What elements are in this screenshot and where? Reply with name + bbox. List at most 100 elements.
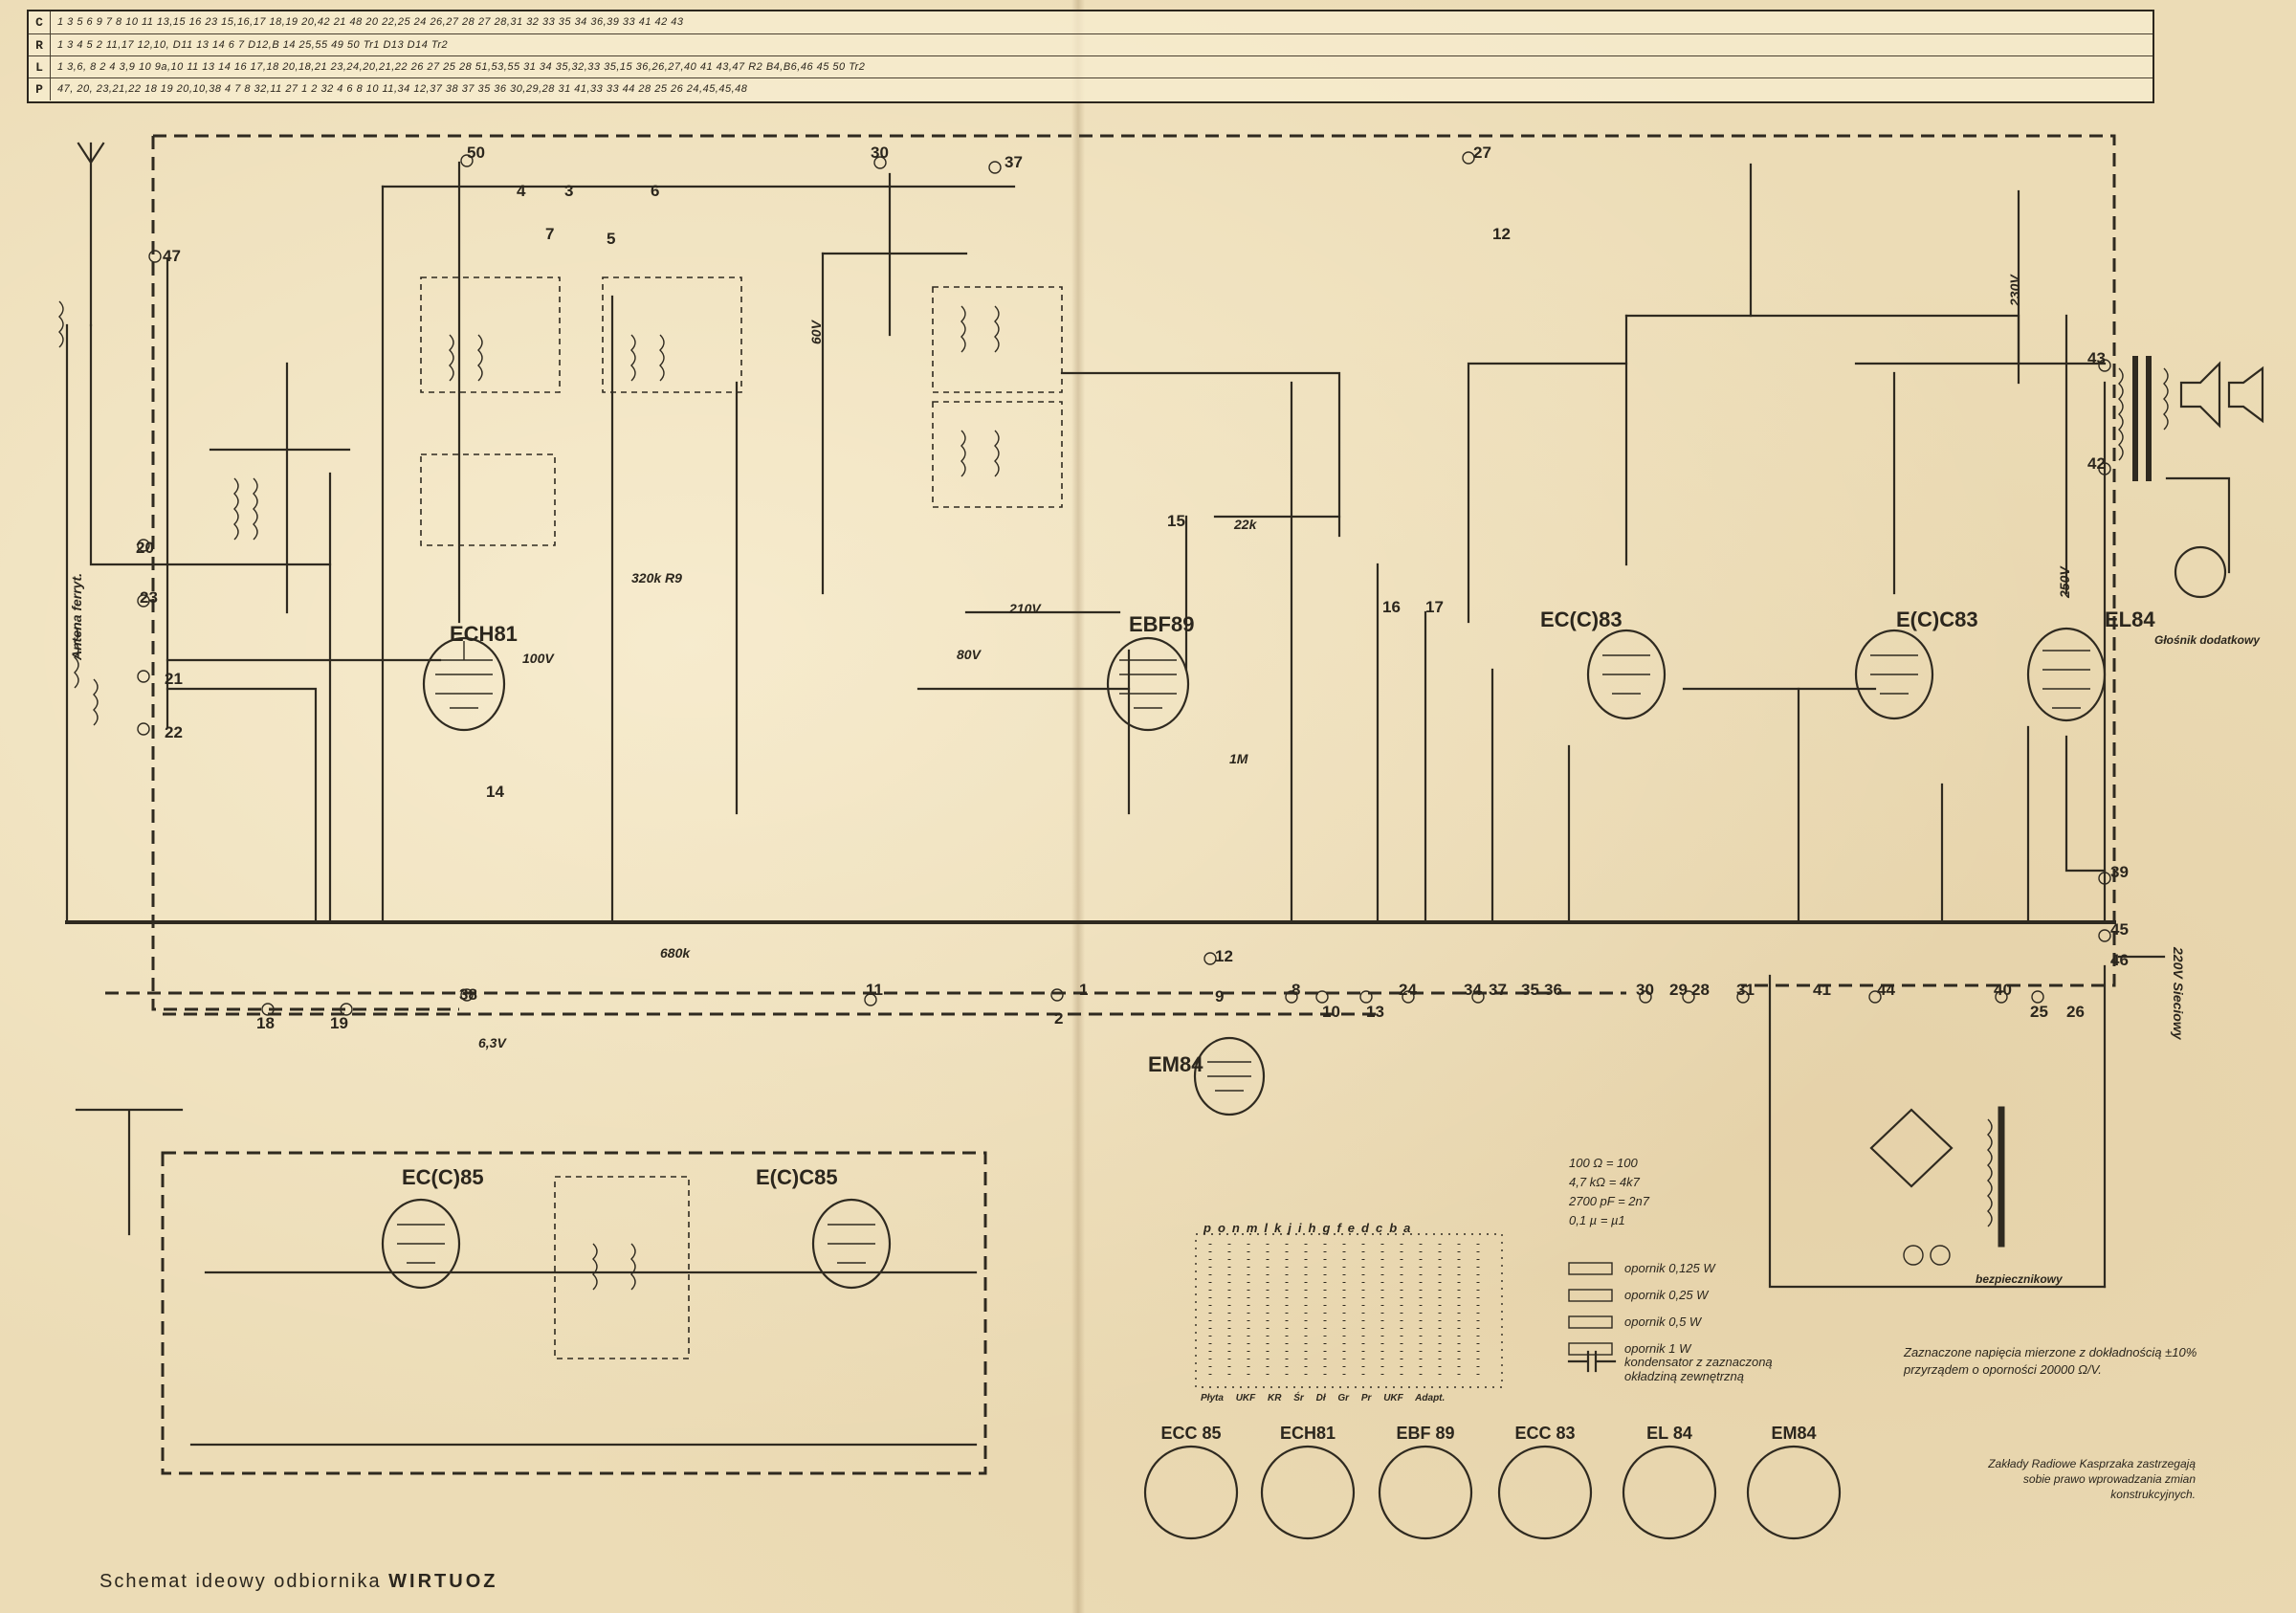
tube-envelope-ecc85b xyxy=(811,1198,892,1290)
legend-resistor-text: opornik 0,5 W xyxy=(1624,1315,1702,1329)
table-row-key: R xyxy=(29,34,51,56)
if-can-5 xyxy=(932,401,1063,508)
if-coil-2 xyxy=(630,334,665,382)
caption-model: WIRTUOZ xyxy=(388,1571,498,1592)
tube-label-el84: EL84 xyxy=(2105,608,2155,631)
fm-coil xyxy=(58,300,64,348)
tube-label-ecc83b: E(C)C83 xyxy=(1896,608,1978,631)
legend-capacitor-symbol xyxy=(1567,1350,1617,1373)
legend-capacitor-text: kondensator z zaznaczoną okładziną zewnę… xyxy=(1624,1355,1773,1383)
node-label: 37 xyxy=(1489,981,1507,999)
tube-electrodes-ecc83a xyxy=(1602,654,1650,695)
node-label: 42 xyxy=(2087,454,2106,473)
matrix-buttons: Płyta UKF KR Śr Dł Gr Pr UKF Adapt. xyxy=(1201,1393,1446,1403)
node-label: 14 xyxy=(486,783,504,801)
node-label: 12 xyxy=(1215,947,1233,965)
if-can-1 xyxy=(420,276,561,393)
node-label: 37 xyxy=(1004,153,1023,171)
table-row-cells: 1 3 5 6 9 7 8 10 11 13,15 16 23 15,16,17… xyxy=(57,16,684,28)
node-label: 38 xyxy=(459,985,477,1004)
resistor-label: 680k xyxy=(660,945,691,961)
resistor-label: 22k xyxy=(1234,517,1257,532)
fm-tuner-box xyxy=(161,1151,987,1475)
tube-label-em84: EM84 xyxy=(1148,1052,1203,1076)
socket-label: ECC 85 xyxy=(1160,1424,1222,1443)
socket-ebf89-icon xyxy=(1378,1445,1473,1540)
resistor-label: 320k R9 xyxy=(631,570,682,586)
socket-em84-icon xyxy=(1746,1445,1842,1540)
paper-fold xyxy=(1071,0,1085,1613)
node-label: 31 xyxy=(1736,981,1755,999)
legend-unit-row: 100 Ω = 100 xyxy=(1569,1156,1638,1170)
table-row: R 1 3 4 5 2 11,17 12,10, D11 13 14 6 7 D… xyxy=(29,33,2152,56)
tube-electrodes-em84 xyxy=(1207,1061,1251,1092)
if-coil-4 xyxy=(960,430,1000,477)
legend-resistor-1w xyxy=(1568,1342,1613,1356)
tube-envelope-em84 xyxy=(1193,1036,1266,1116)
node-label: 45 xyxy=(2110,920,2129,939)
legend-unit-row: 0,1 µ = µ1 xyxy=(1569,1213,1625,1227)
if-can-4 xyxy=(932,286,1063,393)
node-label: 13 xyxy=(1366,1003,1384,1021)
tube-electrodes-ecc85a xyxy=(397,1224,445,1264)
socket-label: ECC 83 xyxy=(1514,1424,1576,1443)
table-row: P 47, 20, 23,21,22 18 19 20,10,38 4 7 8 … xyxy=(29,77,2152,100)
node-label: 40 xyxy=(1994,981,2012,999)
ext-speaker-wire xyxy=(2165,476,2231,574)
bridge-rectifier xyxy=(1869,1108,1954,1188)
mains-transformer-winding xyxy=(1987,1118,1993,1227)
pre-amp-feed xyxy=(1467,362,1628,624)
node-label: 9 xyxy=(1215,987,1225,1005)
node-label: 22 xyxy=(165,723,183,741)
node-label: 21 xyxy=(165,670,183,688)
node-label: 3 xyxy=(564,182,574,200)
coil-l2 xyxy=(233,477,239,541)
component-index-table: C 1 3 5 6 9 7 8 10 11 13,15 16 23 15,16,… xyxy=(27,10,2154,103)
socket-label: ECH81 xyxy=(1279,1424,1336,1443)
detector-bus xyxy=(1060,371,1341,538)
speaker-icon xyxy=(2179,361,2221,429)
node-label: 35 xyxy=(1521,981,1539,999)
tube-envelope-ebf89 xyxy=(1106,636,1190,732)
voltage-label: 6,3V xyxy=(478,1035,506,1050)
node-label: 36 xyxy=(1544,981,1562,999)
socket-ecc83-icon xyxy=(1497,1445,1593,1540)
measurement-note: Zaznaczone napięcia mierzone z dokładnoś… xyxy=(1904,1345,2197,1377)
node-label: 12 xyxy=(1492,225,1511,243)
psu-frame-left xyxy=(1768,974,2107,1289)
tube-envelope-ecc83a xyxy=(1586,629,1667,720)
output-transformer-secondary xyxy=(2163,367,2169,431)
socket-label: EM84 xyxy=(1771,1424,1817,1443)
legend-resistor-text: opornik 1 W xyxy=(1624,1341,1691,1356)
ext-speaker-socket-icon xyxy=(2174,545,2227,599)
ht-line-3 xyxy=(2017,189,2107,365)
legend-resistor-text: opornik 0,25 W xyxy=(1624,1288,1709,1302)
ext-speaker-label: Głośnik dodatkowy xyxy=(2154,633,2261,647)
socket-el84-icon xyxy=(1622,1445,1717,1540)
node-label: 15 xyxy=(1167,512,1185,530)
pilot-lamp-2-icon xyxy=(1930,1245,1951,1266)
tube-electrodes-ech81 xyxy=(435,641,493,709)
node-label: 16 xyxy=(1382,598,1401,616)
output-transformer-primary xyxy=(2118,367,2124,461)
screen-frame-left xyxy=(151,136,459,1011)
legend-resistor-0125w xyxy=(1568,1262,1613,1275)
node-label: 4 xyxy=(517,182,526,200)
node-label: 19 xyxy=(330,1014,348,1032)
tube-envelope-ecc85a xyxy=(381,1198,461,1290)
table-row: C 1 3 5 6 9 7 8 10 11 13,15 16 23 15,16,… xyxy=(29,11,2152,33)
node-label: 24 xyxy=(1399,981,1417,999)
legend-resistor-025w xyxy=(1568,1289,1613,1302)
node-label: 17 xyxy=(1425,598,1444,616)
fuse-label: bezpiecznikowy xyxy=(1976,1272,2063,1286)
if-can-2 xyxy=(602,276,742,393)
pilot-lamp-1-icon xyxy=(1903,1245,1924,1266)
tube-label-ecc83a: EC(C)83 xyxy=(1540,608,1623,631)
fm-osc-coil xyxy=(592,1243,636,1291)
output-transformer-core xyxy=(2132,356,2152,481)
node-label: 18 xyxy=(256,1014,275,1032)
mains-label: 220V Sieciowy xyxy=(2171,947,2186,1040)
table-row-key: L xyxy=(29,56,51,78)
voltage-label: 80V xyxy=(957,647,981,662)
node-label: 7 xyxy=(545,225,555,243)
